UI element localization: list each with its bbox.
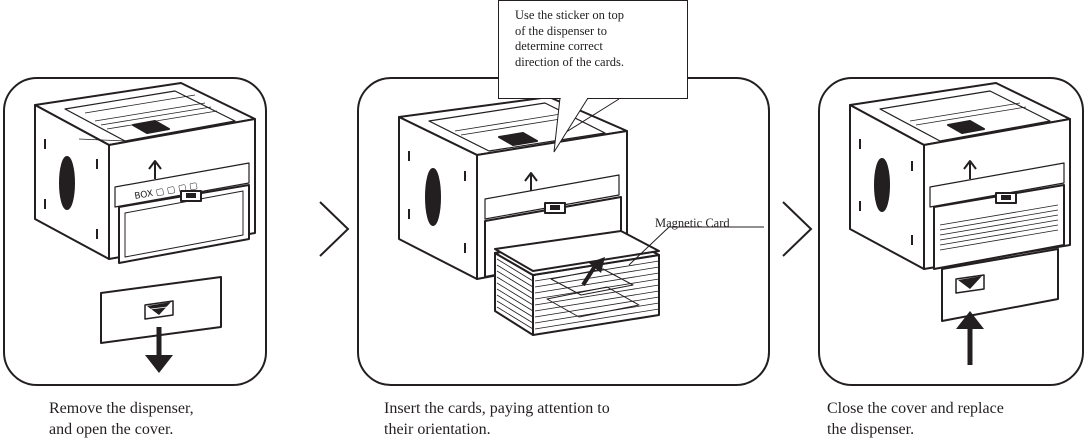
callout-line-2: of the dispenser to — [515, 23, 607, 38]
step-2-caption-line-2: their orientation. — [384, 421, 491, 438]
step-2-caption-line-1: Insert the cards, paying attention to — [384, 400, 610, 417]
dispenser-open-illustration: BOX ▢ ▢ ▢ ▢ — [34, 82, 256, 373]
step-1-panel: BOX ▢ ▢ ▢ ▢ — [3, 77, 267, 386]
step-3-caption-line-2: the dispenser. — [827, 421, 915, 438]
callout-line-1: Use the sticker on top — [515, 8, 625, 22]
dispenser-insert-cards-illustration — [398, 96, 764, 336]
step-1-caption-line-2: and open the cover. — [49, 421, 174, 438]
step-3-caption-line-1: Close the cover and replace — [827, 400, 1004, 417]
chevron-right-icon — [782, 201, 813, 257]
step-2-caption: Insert the cards, paying attention to th… — [384, 398, 610, 440]
callout-line-3: determine correct — [515, 39, 603, 53]
sticker-callout: Use the sticker on top of the dispenser … — [498, 0, 688, 99]
callout-pointer — [553, 98, 589, 153]
callout-line-4: direction of the cards. — [515, 54, 624, 69]
step-1-caption-line-1: Remove the dispenser, — [49, 400, 194, 417]
step-1-caption: Remove the dispenser, and open the cover… — [49, 398, 194, 440]
step-3-panel — [818, 77, 1084, 386]
dispenser-closed-illustration — [849, 82, 1071, 365]
chevron-right-icon — [319, 201, 350, 257]
magnetic-card-label: Magnetic Card — [655, 216, 730, 230]
step-3-caption: Close the cover and replace the dispense… — [827, 398, 1004, 440]
